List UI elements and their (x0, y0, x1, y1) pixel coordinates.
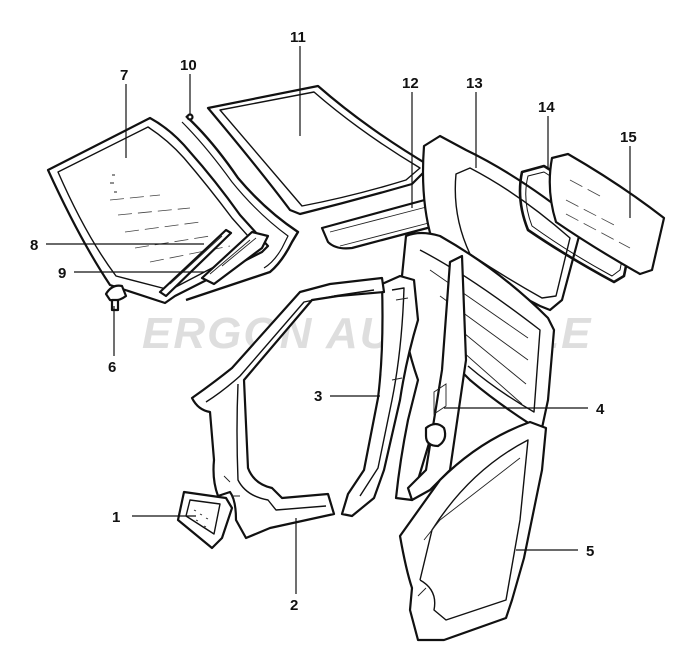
callout-4: 4 (596, 401, 605, 418)
leader-lines (46, 46, 631, 594)
callout-1: 1 (112, 509, 120, 526)
callout-2: 2 (290, 597, 298, 614)
callout-labels: 1 2 3 4 5 6 7 8 9 10 11 12 13 14 15 (30, 29, 637, 614)
part-2-side-frame (190, 276, 386, 540)
part-13-rear-panel (421, 134, 584, 312)
callout-6: 6 (108, 359, 116, 376)
callout-8: 8 (30, 237, 38, 254)
part-9-wiper-arm (200, 230, 270, 286)
part-6-washer-nozzle (104, 284, 128, 312)
part-15-rear-window-glass (548, 152, 666, 276)
callout-5: 5 (586, 543, 594, 560)
callout-14: 14 (538, 99, 555, 116)
part-1-corner-panel (176, 490, 234, 550)
part-5-door-frame (398, 420, 548, 642)
part-4-quarter-panel (394, 231, 556, 502)
callout-3: 3 (314, 388, 322, 405)
callout-12: 12 (402, 75, 419, 92)
callout-10: 10 (180, 57, 197, 74)
part-7-windscreen (46, 116, 270, 305)
callout-7: 7 (120, 67, 128, 84)
callout-13: 13 (466, 75, 483, 92)
callout-11: 11 (290, 29, 306, 46)
part-11-roof (206, 84, 432, 216)
callout-9: 9 (58, 265, 66, 282)
part-8-wiper-blade (158, 228, 233, 298)
callout-15: 15 (620, 129, 637, 146)
part-10-windscreen-seal (181, 113, 300, 302)
